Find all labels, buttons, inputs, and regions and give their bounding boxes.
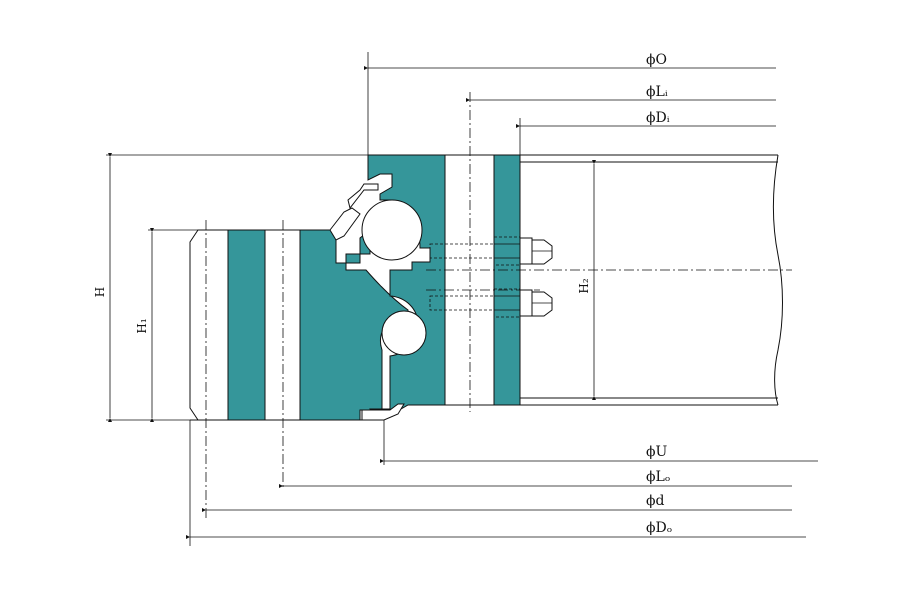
label-dia-u: ϕU xyxy=(646,444,668,460)
label-outer-diameter: ϕDₒ xyxy=(646,520,672,536)
label-height-inner: H₂ xyxy=(577,278,591,293)
outer-ring xyxy=(189,228,409,421)
labels: ϕO ϕLᵢ ϕDᵢ ϕU ϕLₒ ϕd ϕDₒ H H₁ H₂ xyxy=(93,52,672,536)
shaft-outline xyxy=(520,154,783,406)
top-dimensions xyxy=(364,52,776,155)
label-inner-diameter: ϕDᵢ xyxy=(646,110,670,126)
inner-ring xyxy=(329,154,521,421)
centre-lines xyxy=(205,92,792,520)
label-height-total: H xyxy=(93,287,107,297)
bolts xyxy=(429,236,553,318)
balls xyxy=(361,199,427,356)
label-dia-d: ϕd xyxy=(646,493,665,509)
label-inner-bolt-circle: ϕLᵢ xyxy=(646,84,668,100)
label-height-outer: H₁ xyxy=(135,318,149,333)
label-outer-bolt-circle: ϕLₒ xyxy=(646,469,670,485)
height-dimensions xyxy=(106,153,596,422)
bottom-dimensions xyxy=(186,420,818,546)
label-outer-gear-dia: ϕO xyxy=(646,52,667,68)
